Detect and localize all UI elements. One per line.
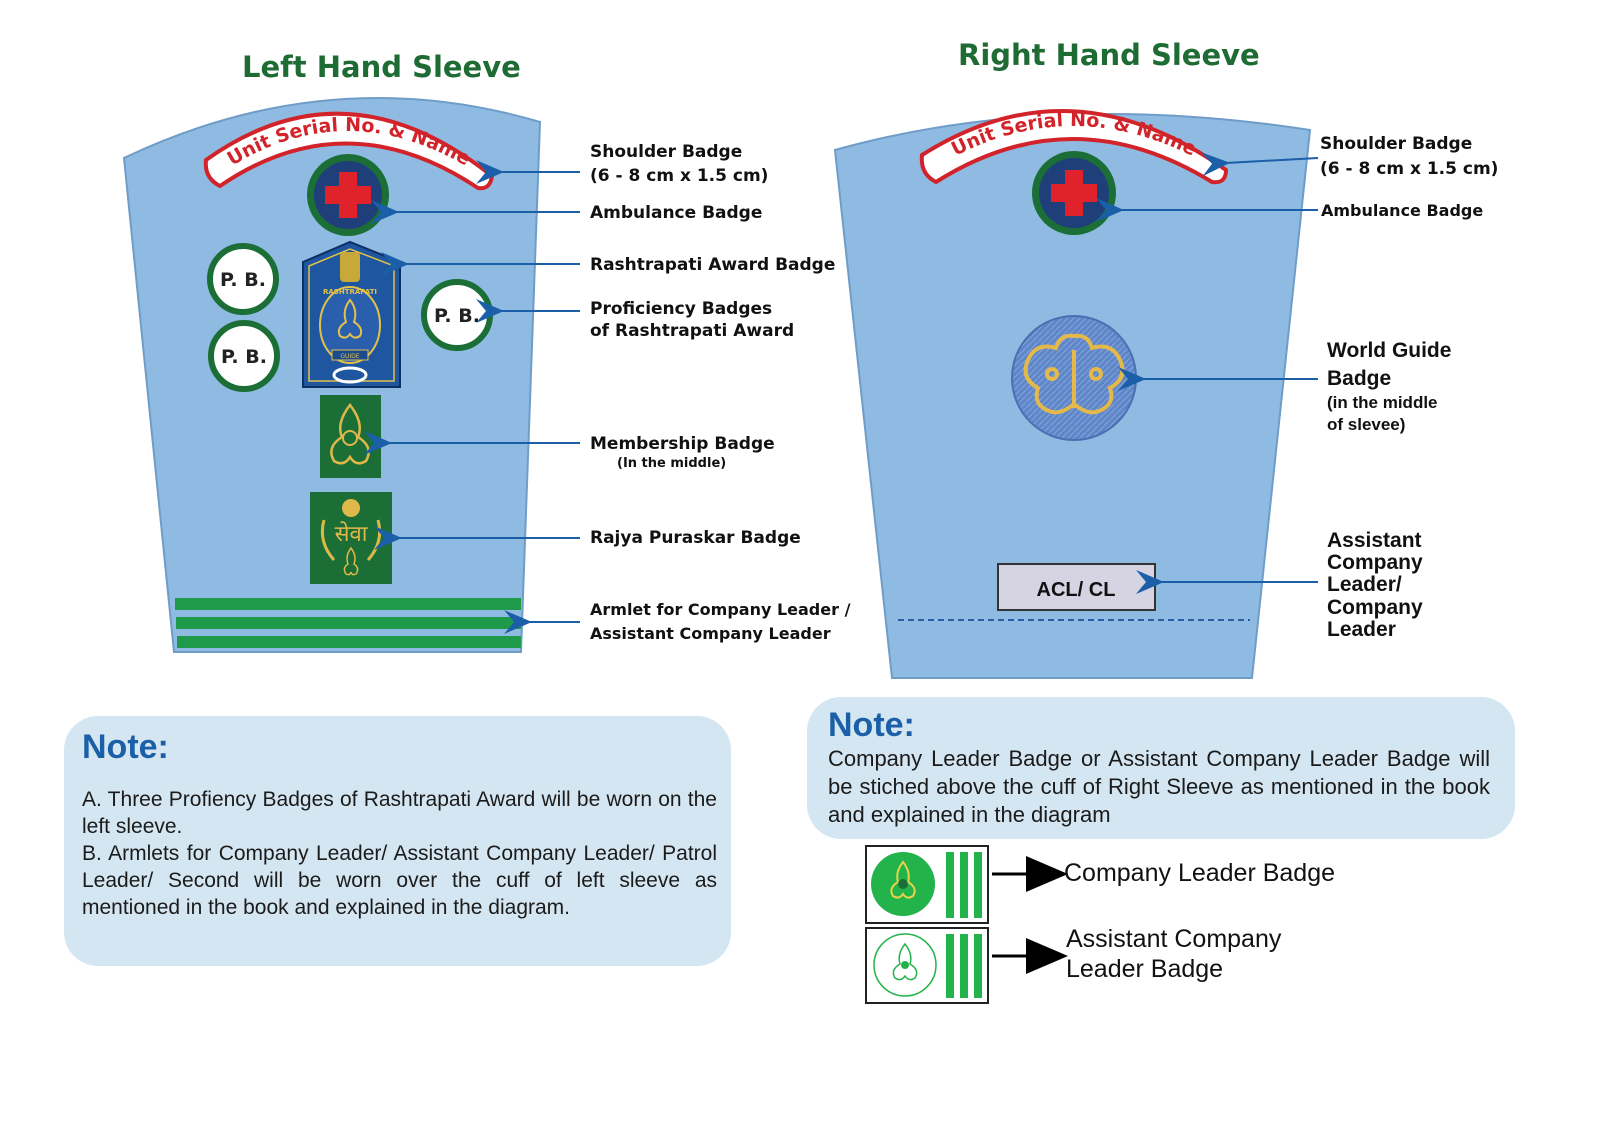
left-pb-badge-1: P. B.	[207, 243, 279, 315]
legend-acl-label-1: Assistant Company	[1066, 925, 1282, 953]
legend-arrows	[992, 856, 1068, 974]
right-label-world-4: of slevee)	[1327, 415, 1406, 434]
right-ambulance-badge	[1032, 151, 1116, 235]
trefoil-icon	[330, 402, 370, 465]
left-label-armlet-1: Armlet for Company Leader /	[590, 600, 851, 619]
assistant-company-leader-badge-icon	[865, 927, 989, 1004]
left-label-rashtrapati: Rashtrapati Award Badge	[590, 255, 836, 275]
emblem-icon	[340, 252, 360, 282]
left-note-line-a: A. Three Profiency Badges of Rashtrapati…	[82, 788, 717, 838]
right-label-acl-4: Company	[1327, 596, 1423, 619]
left-armlet-stripes	[175, 598, 521, 648]
right-label-acl-1: Assistant	[1327, 529, 1422, 552]
pb-label: P. B.	[434, 305, 480, 327]
left-label-proficiency-2: of Rashtrapati Award	[590, 321, 795, 341]
left-label-shoulder-1: Shoulder Badge	[590, 142, 743, 162]
left-note-heading: Note:	[82, 728, 169, 766]
right-sleeve-title: Right Hand Sleeve	[958, 38, 1260, 72]
right-note-box	[807, 697, 1515, 839]
seva-text: सेवा	[335, 521, 368, 547]
rashtrapati-badge-bottom-text: GUIDE	[340, 353, 359, 360]
rashtrapati-award-badge: RASHTRAPATI GUIDE	[302, 240, 401, 388]
left-label-membership: Membership Badge	[590, 434, 775, 454]
trefoil-icon	[1023, 333, 1125, 415]
left-label-ambulance: Ambulance Badge	[590, 203, 763, 223]
right-note-text: Company Leader Badge or Assistant Compan…	[828, 746, 1490, 827]
right-note-heading: Note:	[828, 706, 915, 744]
chakra-icon	[342, 499, 360, 517]
left-label-shoulder-2: (6 - 8 cm x 1.5 cm)	[590, 166, 769, 186]
right-label-world-3: (in the middle	[1327, 393, 1438, 412]
acl-cl-text: ACL/ CL	[1037, 579, 1116, 601]
right-label-world-2: Badge	[1327, 367, 1392, 390]
knot-icon	[332, 366, 368, 384]
right-label-shoulder-1: Shoulder Badge	[1320, 134, 1473, 154]
left-label-proficiency-1: Proficiency Badges	[590, 299, 773, 319]
right-label-acl-5: Leader	[1327, 618, 1396, 641]
world-guide-badge	[1011, 315, 1137, 441]
left-note-box	[64, 716, 731, 966]
legend-company-leader-label: Company Leader Badge	[1064, 859, 1336, 887]
left-pb-badge-2: P. B.	[208, 320, 280, 392]
company-leader-badge-icon	[865, 845, 989, 924]
acl-cl-box: ACL/ CL	[997, 563, 1156, 611]
right-arrows	[1096, 152, 1319, 594]
rajya-puraskar-badge: सेवा	[310, 492, 392, 584]
right-label-acl-2: Company	[1327, 551, 1423, 574]
left-ambulance-badge	[307, 154, 389, 236]
rashtrapati-badge-text: RASHTRAPATI	[323, 288, 377, 296]
left-pb-badge-3: P. B.	[421, 279, 493, 351]
left-sleeve-title: Left Hand Sleeve	[242, 50, 521, 84]
left-label-armlet-2: Assistant Company Leader	[590, 624, 831, 643]
right-label-world-1: World Guide	[1327, 339, 1452, 362]
pb-label: P. B.	[221, 346, 267, 368]
right-label-shoulder-2: (6 - 8 cm x 1.5 cm)	[1320, 159, 1499, 179]
right-label-acl-3: Leader/	[1327, 573, 1402, 596]
left-label-rajya: Rajya Puraskar Badge	[590, 528, 801, 548]
left-sleeve: Unit Serial No. & Name P. B. P. B. P. B.	[122, 96, 580, 653]
right-sleeve: Unit Serial No. & Name ACL/ CL	[833, 109, 1319, 679]
legend-acl-label-2: Leader Badge	[1066, 955, 1224, 983]
membership-badge	[320, 395, 381, 478]
pb-label: P. B.	[220, 269, 266, 291]
left-arrows	[364, 160, 580, 634]
left-label-membership-note: (In the middle)	[617, 456, 727, 471]
right-label-ambulance: Ambulance Badge	[1321, 201, 1484, 220]
left-note-line-b: B. Armlets for Company Leader/ Assistant…	[82, 842, 717, 919]
